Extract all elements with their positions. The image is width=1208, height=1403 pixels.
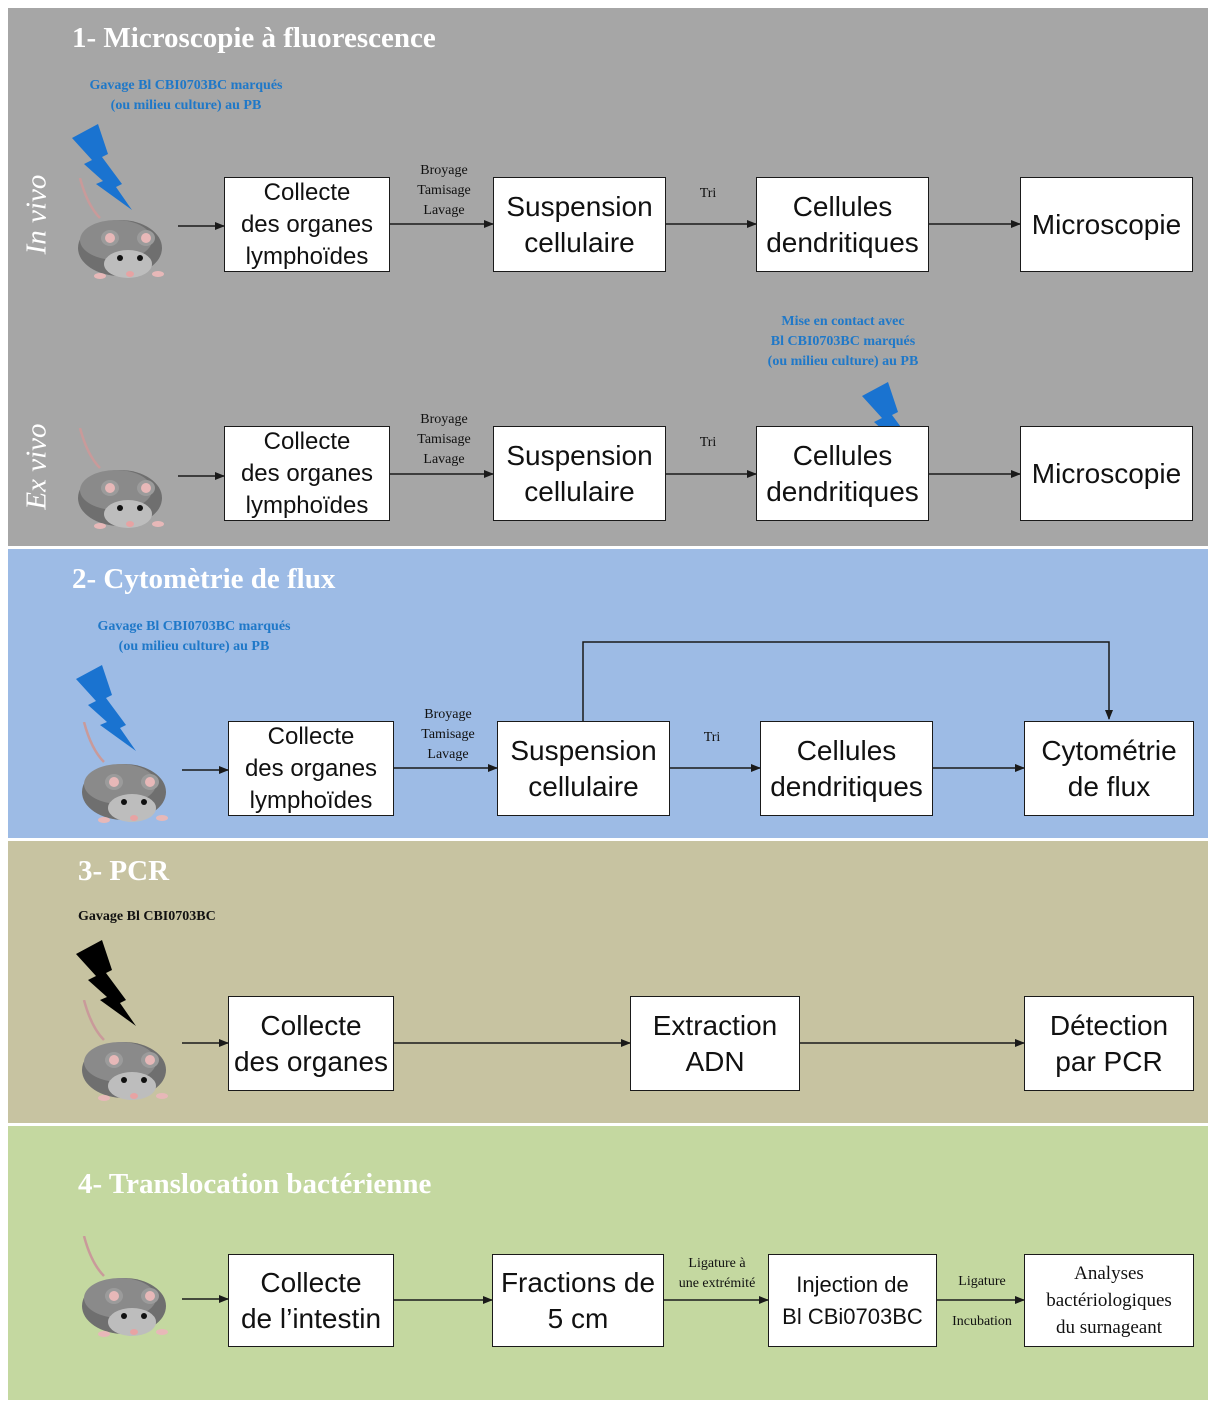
gavage-note-2: Gavage Bl CBI0703BC marqués (ou milieu c… — [76, 617, 312, 657]
contact-note-ex-vivo: Mise en contact avec Bl CBI0703BC marqué… — [740, 312, 946, 372]
note-line: Mise en contact avec — [781, 314, 905, 329]
edge-label-tri: Tri — [703, 730, 721, 745]
section-title-1: 1- Microscopie à fluorescence — [72, 22, 436, 54]
edge-label-broyage: Broyage Tamisage Lavage — [417, 163, 471, 218]
section-title-4: 4- Translocation bactérienne — [78, 1168, 432, 1200]
edge-label-ligature: Ligature — [958, 1274, 1006, 1289]
edge-label-broyage: Broyage Tamisage Lavage — [417, 412, 471, 467]
note-line: Gavage Bl CBI0703BC marqués — [89, 78, 283, 93]
note-line: Bl CBI0703BC marqués — [770, 334, 916, 349]
edge-label-ligature-extremite: Ligature à une extrémité — [678, 1256, 756, 1291]
edge-label-tri: Tri — [699, 435, 717, 450]
edge-label-tri: Tri — [699, 186, 717, 201]
panel-pcr — [8, 841, 1208, 1123]
note-line: (ou milieu culture) au PB — [767, 354, 919, 369]
note-line: (ou milieu culture) au PB — [110, 98, 262, 113]
section-title-2: 2- Cytomètrie de flux — [72, 563, 336, 595]
box-microscopie: Microscopie — [1020, 426, 1193, 521]
edge-label-broyage: Broyage Tamisage Lavage — [421, 707, 475, 762]
edge-label-incubation: Incubation — [952, 1314, 1012, 1329]
note-line: Gavage Bl CBI0703BC marqués — [97, 619, 291, 634]
gavage-note-3: Gavage Bl CBI0703BC — [78, 909, 216, 924]
box-microscopie: Microscopie — [1020, 177, 1193, 272]
section-title-3: 3- PCR — [78, 855, 170, 887]
note-line: (ou milieu culture) au PB — [118, 639, 270, 654]
gavage-note-1: Gavage Bl CBI0703BC marqués (ou milieu c… — [70, 76, 302, 116]
